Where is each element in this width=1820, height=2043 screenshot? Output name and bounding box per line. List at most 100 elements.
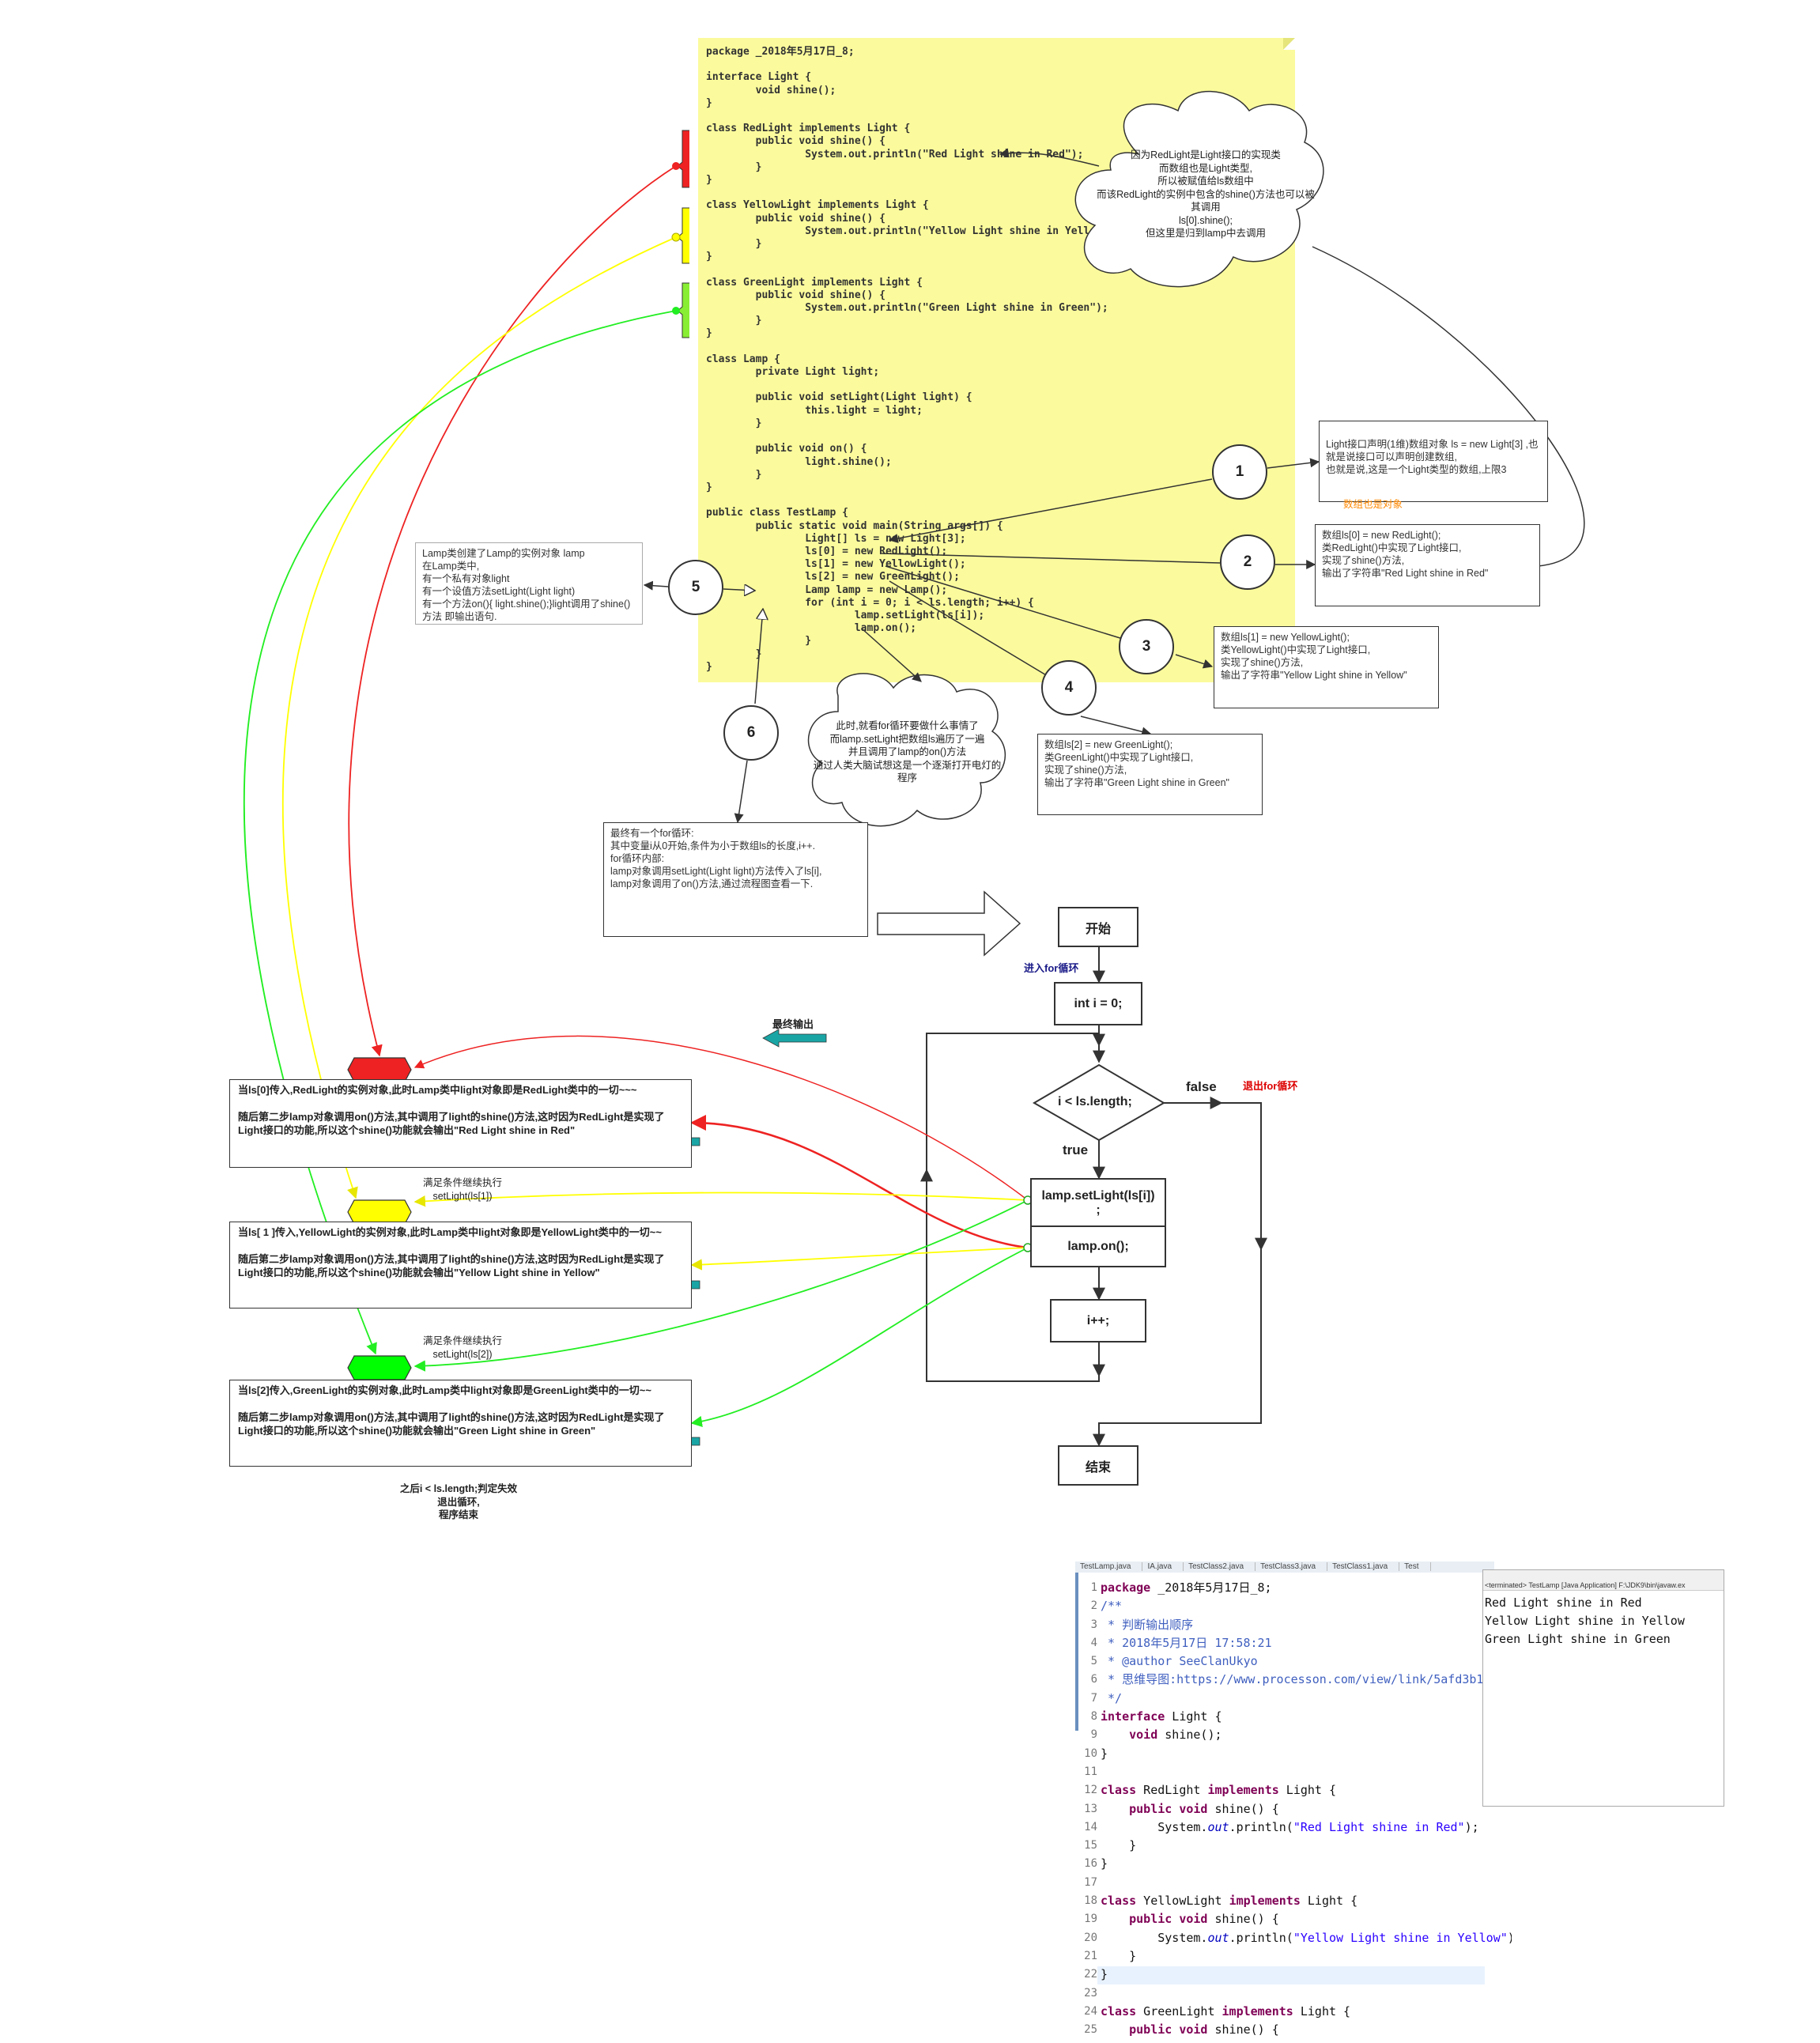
- green-curve-brace-to-hexagon: [244, 310, 677, 1355]
- console-line: Red Light shine in Red: [1485, 1596, 1642, 1610]
- console-panel[interactable]: <terminated> TestLamp [Java Application]…: [1482, 1569, 1724, 1807]
- code-line: public void shine() {: [755, 289, 885, 301]
- note-fold-corner: [1283, 38, 1295, 50]
- cloud-top-shape: [1074, 90, 1324, 288]
- final-output-label: 最终输出: [772, 1018, 814, 1030]
- code-line: lamp.on();: [854, 622, 917, 635]
- arrow-ls0-to-circle2: [881, 553, 1221, 564]
- arrow-lamp-to-circle5: [723, 589, 755, 591]
- editor-tab[interactable]: TestClass1.java: [1327, 1562, 1400, 1571]
- arrow-for-to-circle6: [754, 609, 763, 704]
- code-line: class RedLight implements Light {: [706, 123, 911, 135]
- editor-tab[interactable]: TestClass2.java: [1184, 1562, 1256, 1571]
- flow-end-node: 结束: [1058, 1445, 1138, 1486]
- line-number: 22: [1084, 1968, 1097, 1981]
- arrow-circle6-to-box6: [734, 760, 748, 824]
- code-line: Lamp lamp = new Lamp();: [805, 583, 948, 596]
- line-number: 11: [1084, 1765, 1097, 1778]
- code-line: public class TestLamp {: [706, 507, 849, 519]
- annotation-box-3: 数组ls[1] = new YellowLight(); 类YellowLigh…: [1214, 626, 1439, 708]
- code-line: }: [706, 96, 712, 109]
- enter-loop-label: 进入for循环: [1024, 962, 1079, 974]
- code-line: }: [706, 174, 712, 187]
- annotation-box-5: Lamp类创建了Lamp的实例对象 lamp 在Lamp类中, 有一个私有对象l…: [415, 542, 643, 625]
- arrow-circle3-to-box3: [1175, 654, 1214, 669]
- line-number: 25: [1084, 2023, 1097, 2036]
- code-line: }: [755, 160, 762, 173]
- step-circle-6: 6: [723, 705, 779, 761]
- condition-note-1: 满足条件继续执行 setLight(ls[1]): [422, 1177, 502, 1202]
- code-line: public void setLight(Light light) {: [755, 391, 972, 404]
- code-line: }: [755, 315, 762, 327]
- line-number: 18: [1084, 1894, 1097, 1908]
- code-line: private Light light;: [755, 366, 880, 379]
- red-curve-brace-to-hexagon: [348, 165, 677, 1057]
- flow-init-node: int i = 0;: [1054, 982, 1142, 1025]
- line-number: 7: [1090, 1691, 1097, 1705]
- editor-tab[interactable]: TestLamp.java: [1075, 1562, 1143, 1571]
- code-note-text: package _2018年5月17日_8; interface Light {…: [706, 46, 1120, 674]
- flow-on-node: lamp.on();: [1030, 1225, 1166, 1267]
- line-number: 8: [1090, 1710, 1097, 1724]
- editor-tab[interactable]: TestClass3.java: [1255, 1562, 1328, 1571]
- code-line: light.shine();: [805, 455, 892, 468]
- result-box-ls2: 当ls[2]传入,GreenLight的实例对象,此时Lamp类中light对象…: [229, 1380, 692, 1467]
- step-circle-5: 5: [668, 560, 723, 615]
- annotation-box-1: Light接口声明(1维)数组对象 ls = new Light[3] ,也就是…: [1319, 421, 1548, 510]
- line-number: 12: [1084, 1784, 1097, 1797]
- code-line: }: [706, 481, 712, 493]
- step-circle-2: 2: [1220, 534, 1275, 590]
- code-line: this.light = light;: [805, 404, 923, 417]
- code-line: }: [755, 238, 762, 251]
- console-header: <terminated> TestLamp [Java Application]…: [1483, 1570, 1724, 1591]
- annotation-box-4: 数组ls[2] = new GreenLight(); 类GreenLight(…: [1037, 734, 1263, 815]
- annotation-box-2: 数组ls[0] = new RedLight(); 类RedLight()中实现…: [1315, 524, 1540, 606]
- arrow-ls-to-circle1: [888, 478, 1213, 543]
- condition-note-2: 满足条件继续执行 setLight(ls[2]): [422, 1335, 502, 1360]
- flow-setlight-node: lamp.setLight(ls[i]) ;: [1030, 1178, 1166, 1227]
- editor-gutter-marker: [1075, 1573, 1078, 1731]
- red-brace: [677, 130, 689, 188]
- code-line: interface Light {: [706, 71, 812, 84]
- annotation-box-1-note: 数组也是对象: [1343, 499, 1403, 510]
- line-number: 2: [1090, 1599, 1097, 1613]
- yellow-curve-setlight-to-hexagon: [413, 1191, 1029, 1207]
- green-curve-setlight-to-hexagon: [413, 1199, 1029, 1372]
- code-line: }: [706, 660, 712, 673]
- after-loop-note: 之后i < ls.length;判定失效 退出循环, 程序结束: [399, 1483, 518, 1520]
- arrow-lampon-to-cloud: [861, 628, 922, 682]
- arrow-circle1-to-box1: [1267, 458, 1320, 469]
- false-branch-label: false: [1186, 1079, 1217, 1094]
- teal-arrow-final-output: [762, 1029, 827, 1048]
- editor-code-area[interactable]: package _2018年5月17日_8; /** * 判断输出顺序 * 20…: [1101, 1580, 1512, 2036]
- big-hollow-arrow: [877, 890, 1021, 957]
- line-number: 10: [1084, 1747, 1097, 1760]
- code-line: class YellowLight implements Light {: [706, 199, 929, 212]
- cloud-top-text: 因为RedLight是Light接口的实现类 而数组也是Light类型, 所以被…: [1097, 149, 1315, 239]
- line-number: 16: [1084, 1857, 1097, 1871]
- arrow-ls1-to-circle3: [885, 565, 1123, 640]
- red-anchor-dot: [672, 162, 680, 170]
- code-line: System.out.println("Red Light shine in R…: [805, 148, 1084, 160]
- console-line: Yellow Light shine in Yellow: [1485, 1614, 1685, 1628]
- code-line: class GreenLight implements Light {: [706, 276, 923, 289]
- editor-tab[interactable]: Test: [1399, 1562, 1431, 1571]
- exit-loop-label: 退出for循环: [1243, 1080, 1298, 1092]
- cloud-bottom-text: 此时,就看for循环要做什么事情了 而lamp.setLight把数组ls遍历了…: [813, 720, 1002, 784]
- line-number: 9: [1090, 1728, 1097, 1742]
- code-line: }: [706, 327, 712, 340]
- editor-tab[interactable]: IA.java: [1142, 1562, 1184, 1571]
- arrow-cloud-to-red: [999, 148, 1100, 167]
- annotation-box-1-text: Light接口声明(1维)数组对象 ls = new Light[3] ,也就是…: [1326, 439, 1539, 475]
- line-number: 5: [1090, 1655, 1097, 1668]
- line-number: 4: [1090, 1636, 1097, 1649]
- yellow-anchor-dot: [671, 232, 681, 242]
- line-number: 1: [1090, 1581, 1097, 1594]
- code-line: }: [805, 635, 812, 648]
- step-circle-1: 1: [1212, 444, 1267, 500]
